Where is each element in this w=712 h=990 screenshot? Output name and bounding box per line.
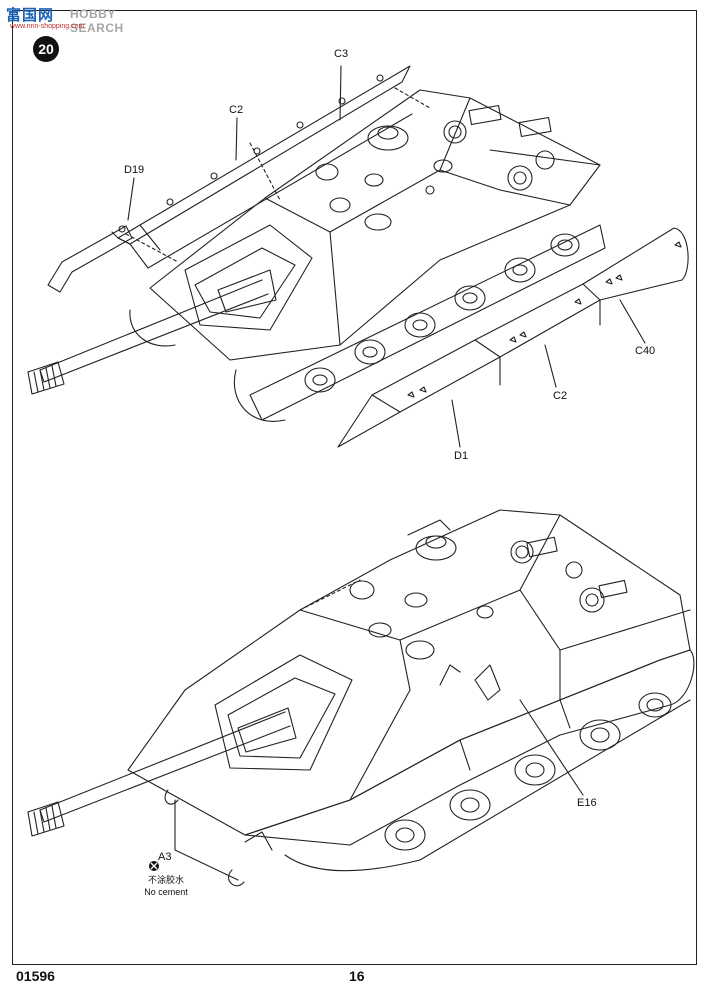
part-label-c2-side: C2 bbox=[553, 390, 568, 402]
no-cement-note-cn: 不涂胶水 bbox=[147, 876, 184, 886]
page-frame bbox=[12, 10, 697, 965]
part-label-c2-top: C2 bbox=[229, 104, 244, 116]
no-cement-note: 不涂胶水 No cement bbox=[136, 876, 196, 898]
watermark-url: www.nnn-shopping.com bbox=[10, 23, 85, 30]
part-label-d1: D1 bbox=[454, 450, 469, 462]
page-number: 16 bbox=[349, 968, 365, 984]
product-code: 01596 bbox=[16, 968, 55, 984]
part-label-c40: C40 bbox=[635, 345, 656, 357]
watermark-site-cn: 富国网 bbox=[6, 6, 55, 24]
part-label-c3: C3 bbox=[334, 48, 349, 60]
lower-tank-view bbox=[27, 509, 695, 887]
watermark: 富国网 HOBBY SEARCH www.nnn-shopping.com bbox=[6, 4, 166, 35]
upper-tank-view bbox=[27, 65, 689, 448]
part-label-d19: D19 bbox=[124, 164, 145, 176]
part-label-e16: E16 bbox=[577, 797, 597, 809]
part-label-a3: A3 bbox=[158, 851, 172, 863]
step-number-badge: 20 bbox=[33, 36, 59, 62]
watermark-site-en: HOBBY SEARCH bbox=[70, 7, 124, 35]
no-cement-note-en: No cement bbox=[144, 887, 188, 897]
